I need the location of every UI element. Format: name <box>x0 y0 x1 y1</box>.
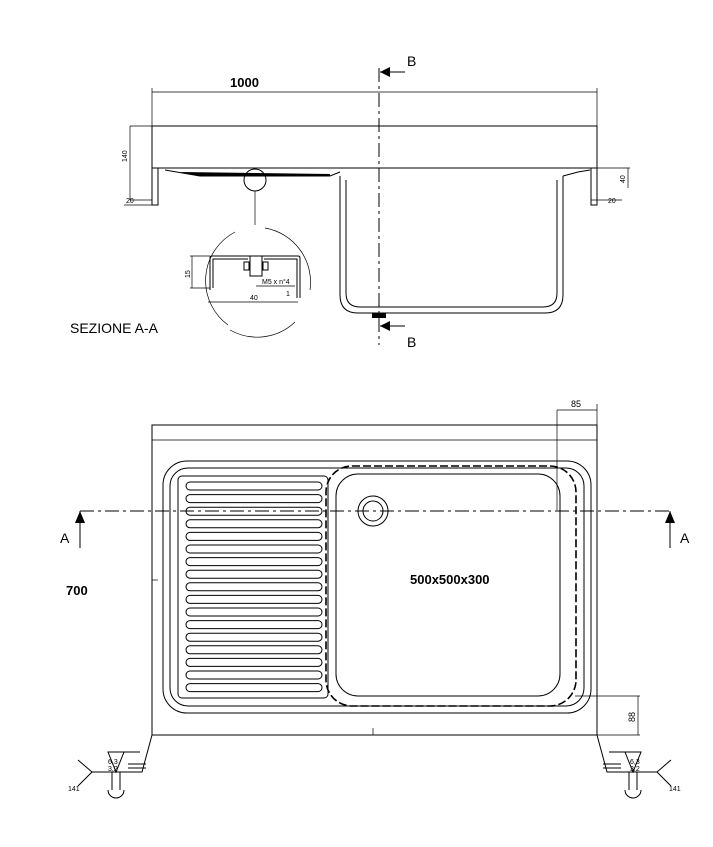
section-view <box>124 67 630 345</box>
weld-upper-left: 6,3 <box>108 759 118 766</box>
weld-lower-left: 3,2 <box>108 766 118 773</box>
detail-thickness-dimension: 1 <box>286 291 290 298</box>
depth-dimension: 700 <box>66 583 88 598</box>
rim-dimension: 40 <box>620 175 627 183</box>
drainer <box>177 475 329 699</box>
left-leg <box>151 167 159 206</box>
rim-detail <box>190 227 311 338</box>
drainer-rib <box>185 607 323 617</box>
drainer-ribs <box>185 481 323 693</box>
detail-width-dimension: 40 <box>250 295 258 302</box>
drainer-rib <box>185 594 323 604</box>
drainer-rib <box>185 519 323 529</box>
bolt-label: M5 x n°4 <box>262 278 290 286</box>
weld-lower-right: 3,2 <box>630 766 640 773</box>
sink-outline <box>151 424 598 736</box>
weld-upper-right: 6,3 <box>630 759 640 766</box>
bowl-size: 500x500x300 <box>410 572 490 587</box>
drainer-rib <box>185 569 323 579</box>
detail-callout <box>243 168 267 192</box>
sink-rim-section <box>151 125 598 169</box>
offset-bottom-dimension: 88 <box>627 712 637 722</box>
drainer-rib <box>185 494 323 504</box>
section-title: SEZIONE A-A <box>70 320 159 336</box>
bowl <box>335 473 561 697</box>
detail-height-dimension: 15 <box>185 270 192 278</box>
height-dimension: 140 <box>122 150 129 162</box>
weld-process-left: 141 <box>68 786 80 793</box>
drainer-rib <box>185 544 323 554</box>
drainer-rib <box>185 645 323 655</box>
top-surface-outline <box>162 460 592 714</box>
section-b-label-top: B <box>407 53 416 69</box>
section-b-label-bottom: B <box>407 334 416 350</box>
bowl-flange <box>325 465 577 707</box>
bowl-section <box>339 176 564 314</box>
drainer-rib <box>185 582 323 592</box>
left-leg-dimension: 20 <box>126 198 134 205</box>
section-a-label-left: A <box>60 530 70 546</box>
right-leg-dimension: 20 <box>608 198 616 205</box>
drainer-rib <box>185 620 323 630</box>
drainer-rib <box>185 657 323 667</box>
weld-symbol-left <box>77 734 153 799</box>
width-dimension: 1000 <box>230 75 259 90</box>
section-a-label-right: A <box>680 530 690 546</box>
drainer-rib <box>185 481 323 491</box>
drainer-rib <box>185 670 323 680</box>
right-leg <box>590 167 598 206</box>
weld-process-right: 141 <box>669 786 681 793</box>
drainer-rib <box>185 557 323 567</box>
drainer-rib <box>185 683 323 693</box>
drainer-rib <box>185 531 323 541</box>
plan-view <box>75 404 675 799</box>
weld-symbol-right <box>596 734 672 799</box>
drainer-rib <box>185 632 323 642</box>
offset-top-dimension: 85 <box>571 399 581 409</box>
